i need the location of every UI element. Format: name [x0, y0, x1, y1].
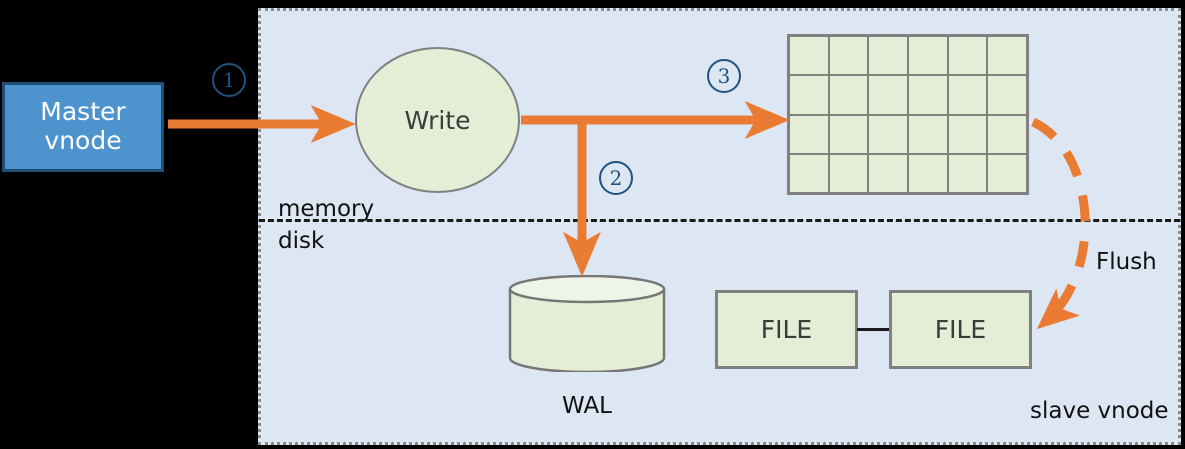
slave-vnode-label: slave vnode	[1030, 398, 1169, 424]
memtable-cell	[829, 37, 868, 75]
master-vnode-box[interactable]: Master vnode	[2, 82, 164, 172]
memtable-grid	[787, 34, 1029, 195]
memtable-cell	[988, 154, 1026, 192]
step-badge-3-number: 3	[717, 64, 731, 88]
memtable-cell	[790, 37, 828, 75]
file-connector-line	[857, 328, 890, 331]
memtable-cell	[988, 76, 1026, 114]
memtable-cell	[909, 76, 947, 114]
file-box-1[interactable]: FILE	[715, 290, 858, 369]
wal-label: WAL	[561, 393, 613, 419]
file-box-2-label: FILE	[934, 315, 987, 344]
memtable-cell	[790, 154, 828, 192]
memtable-cell	[869, 37, 907, 75]
step-badge-2: 2	[599, 161, 633, 195]
file-box-2[interactable]: FILE	[889, 290, 1032, 369]
memtable-cell	[909, 37, 947, 75]
memory-tier-label: memory	[278, 196, 375, 222]
step-badge-2-number: 2	[609, 166, 623, 190]
write-node-label: Write	[404, 105, 471, 135]
memtable-cell	[909, 115, 947, 153]
memtable-cell	[829, 115, 868, 153]
step-badge-3: 3	[707, 59, 741, 93]
memtable-cell	[869, 115, 907, 153]
disk-tier-label: disk	[278, 228, 325, 254]
memtable-cell	[988, 37, 1026, 75]
step-badge-1-number: 1	[222, 68, 236, 92]
memtable-cell	[869, 154, 907, 192]
master-vnode-label-line2: vnode	[44, 126, 122, 155]
memtable-cell	[948, 37, 987, 75]
master-vnode-label-line1: Master	[40, 97, 126, 127]
memtable-cell	[988, 115, 1026, 153]
file-box-1-label: FILE	[760, 315, 813, 344]
memtable-cell	[909, 154, 947, 192]
step-badge-1: 1	[212, 63, 246, 97]
memtable-cell	[948, 115, 987, 153]
memory-disk-divider	[259, 219, 1180, 222]
wal-cylinder-shape	[508, 274, 666, 374]
memtable-cell	[790, 115, 828, 153]
memtable-cell	[869, 76, 907, 114]
write-node[interactable]: Write	[355, 47, 520, 193]
flush-label: Flush	[1096, 249, 1157, 275]
memtable-cell	[790, 76, 828, 114]
memtable-cell	[948, 76, 987, 114]
memtable-cell	[948, 154, 987, 192]
wal-cylinder	[508, 274, 666, 374]
memtable-cell	[829, 76, 868, 114]
memtable-cell	[829, 154, 868, 192]
